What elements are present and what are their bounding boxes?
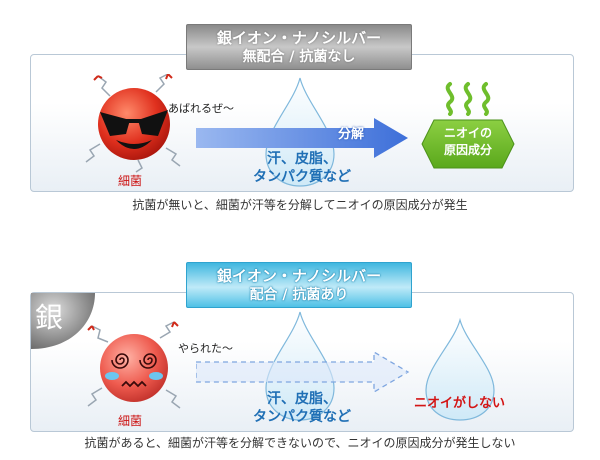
odor-line2: 原因成分 [443,143,492,157]
bottom-banner: 銀イオン・ナノシルバー 配合 / 抗菌あり [186,262,412,308]
top-banner-subtitle: 無配合 / 抗菌なし [242,49,356,65]
result-water-drop-icon [425,318,495,421]
top-speech: あばれるぜ〜 [168,102,234,115]
bottom-sweat-line2: タンパク質など [253,409,351,425]
no-odor-label: ニオイがしない [414,396,506,411]
odor-hexagon-icon [421,119,515,169]
bottom-speech: やられた〜 [178,342,233,355]
top-banner-title: 銀イオン・ナノシルバー [216,29,382,47]
bottom-sweat-label: 汗、皮脂、 タンパク質など [252,390,352,426]
top-sweat-line1: 汗、皮脂、 [267,151,337,167]
arrow-label: 分解 [338,127,365,142]
bottom-banner-subtitle: 配合 / 抗菌あり [249,287,349,303]
odor-squiggle-icon [445,82,491,116]
bottom-sweat-line1: 汗、皮脂、 [267,391,337,407]
top-banner: 銀イオン・ナノシルバー 無配合 / 抗菌なし [186,24,412,70]
silver-kanji: 銀 [35,301,64,334]
top-bacteria-label: 細菌 [118,174,143,188]
odor-label: ニオイの 原因成分 [420,125,516,159]
top-caption: 抗菌が無いと、細菌が汗等を分解してニオイの原因成分が発生 [132,198,468,212]
angry-bacteria-icon [85,74,181,173]
blocked-arrow-icon [196,352,410,392]
bottom-banner-title: 銀イオン・ナノシルバー [216,267,382,285]
decompose-arrow-icon [196,118,408,158]
top-sweat-line2: タンパク質など [253,169,351,185]
defeated-bacteria-icon [87,321,181,409]
odor-line1: ニオイの [443,126,492,140]
silver-corner-badge [31,293,95,349]
bottom-bacteria-label: 細菌 [118,414,143,428]
bottom-caption: 抗菌があると、細菌が汗等を分解できないので、ニオイの原因成分が発生しない [84,436,516,450]
top-sweat-label: 汗、皮脂、 タンパク質など [252,150,352,186]
